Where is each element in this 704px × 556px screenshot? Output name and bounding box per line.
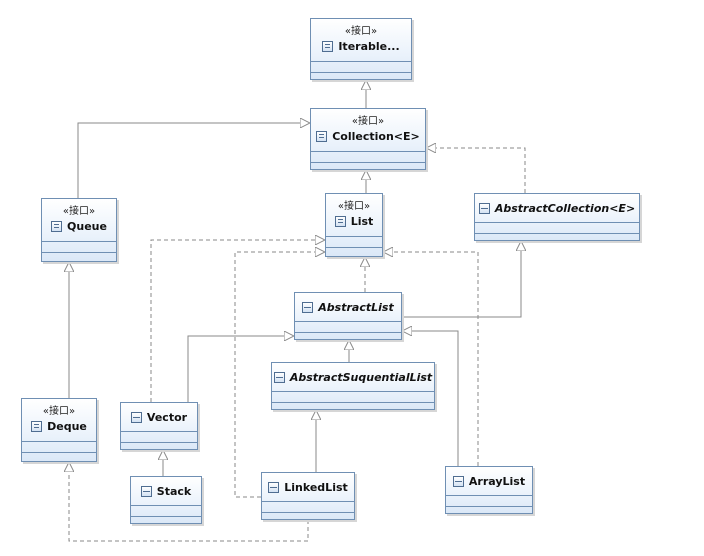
node-name: Vector [146,410,188,424]
node-iterable[interactable]: «接口» Iterable... [310,18,412,80]
operations-compartment [311,72,411,83]
operations-compartment [262,512,354,523]
node-vector[interactable]: Vector [120,402,198,450]
node-name: ArrayList [468,474,526,488]
edge-vector-list [150,240,325,402]
stereotype-label: «接口» [42,406,76,417]
node-name: List [350,214,374,228]
class-icon [273,371,285,383]
attributes-compartment [131,505,201,516]
operations-compartment [475,233,639,244]
attributes-compartment [475,222,639,233]
node-linked-list[interactable]: LinkedList [261,472,355,520]
node-abstract-collection[interactable]: AbstractCollection<E> [474,193,640,241]
edge-linkedlist-deque [69,462,309,542]
node-name: AbstractSuquentialList [289,370,433,384]
interface-icon [31,420,43,432]
attributes-compartment [262,501,354,512]
node-stack[interactable]: Stack [130,476,202,524]
stereotype-label: «接口» [351,116,385,127]
edge-arraylist-list [383,252,479,466]
operations-compartment [326,247,382,258]
node-queue[interactable]: «接口» Queue [41,198,117,262]
node-collection[interactable]: «接口» Collection<E> [310,108,426,170]
node-name: Iterable... [338,39,400,53]
attributes-compartment [22,441,96,452]
node-array-list[interactable]: ArrayList [445,466,533,514]
node-name: Stack [156,484,192,498]
stereotype-label: «接口» [337,201,371,212]
node-abstract-sequential-list[interactable]: AbstractSuquentialList [271,362,435,410]
edge-abstractcollection-collection [426,148,526,193]
interface-icon [334,215,346,227]
attributes-compartment [311,61,411,72]
operations-compartment [446,506,532,517]
stereotype-label: «接口» [344,26,378,37]
edge-vector-abstractlist [187,336,294,402]
edge-queue-collection [77,123,310,198]
edge-abstractlist-abstractcollection [402,241,521,318]
interface-icon [51,220,63,232]
attributes-compartment [446,495,532,506]
operations-compartment [131,516,201,527]
node-abstract-list[interactable]: AbstractList [294,292,402,340]
stereotype-label: «接口» [62,206,96,217]
class-icon [130,411,142,423]
interface-icon [322,40,334,52]
node-name: Deque [47,419,87,433]
operations-compartment [121,442,197,453]
node-list[interactable]: «接口» List [325,193,383,257]
operations-compartment [311,162,425,173]
node-name: AbstractList [318,300,394,314]
node-name: AbstractCollection<E> [494,201,636,215]
node-name: LinkedList [284,480,348,494]
class-icon [140,485,152,497]
attributes-compartment [121,431,197,442]
node-name: Collection<E> [332,129,420,143]
attributes-compartment [326,236,382,247]
class-icon [302,301,314,313]
operations-compartment [22,452,96,463]
operations-compartment [295,332,401,343]
node-deque[interactable]: «接口» Deque [21,398,97,462]
attributes-compartment [42,241,116,252]
node-name: Queue [67,219,107,233]
class-icon [478,202,490,214]
attributes-compartment [272,391,434,402]
class-icon [452,475,464,487]
edge-linkedlist-list [234,252,325,498]
operations-compartment [272,402,434,413]
interface-icon [316,130,328,142]
class-icon [268,481,280,493]
attributes-compartment [311,151,425,162]
operations-compartment [42,252,116,263]
edge-arraylist-abstractlist [402,331,459,466]
attributes-compartment [295,321,401,332]
